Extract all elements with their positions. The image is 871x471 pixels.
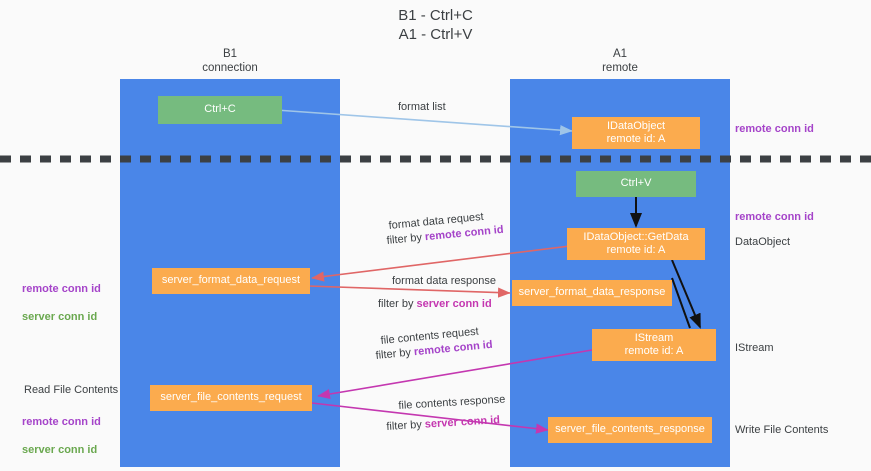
filter-server-conn-id: server conn id: [424, 414, 501, 431]
node-server-file-contents-request[interactable]: server_file_contents_request: [150, 385, 312, 411]
column-header-a1: A1 remote: [602, 48, 638, 74]
edge-label-format-list: format list: [398, 101, 446, 113]
column-header-b1: B1 connection: [202, 48, 258, 74]
edge-format-data-response: [307, 285, 511, 298]
filter-prefix: filter by: [375, 346, 415, 362]
edge-format-data-request: [311, 244, 579, 282]
annotation-left-conn-ids-bottom: remote conn id server conn id: [22, 401, 101, 471]
annotation-remote-conn-id-top: remote conn id: [735, 123, 814, 135]
edge-response-to-istream: [671, 277, 691, 329]
filter-prefix: filter by: [386, 418, 426, 433]
node-remote-dataobject[interactable]: IDataObject remote id: A: [572, 117, 700, 149]
node-ctrl-v[interactable]: Ctrl+V: [576, 171, 696, 197]
node-ctrl-c[interactable]: Ctrl+C: [158, 96, 282, 124]
annotation-write-file-contents: Write File Contents: [735, 424, 829, 436]
annotation-read-file-contents: Read File Contents: [24, 384, 119, 396]
filter-prefix: filter by: [386, 231, 426, 247]
annotation-server-conn-id: server conn id: [22, 444, 98, 456]
edge-format-list: [275, 109, 573, 136]
edge-getdata-to-istream: [671, 259, 701, 329]
annotation-left-conn-ids-mid: remote conn id server conn id: [22, 268, 101, 338]
page-title: B1 - Ctrl+C A1 - Ctrl+V: [398, 7, 473, 43]
node-idataobject-getdata[interactable]: IDataObject::GetData remote id: A: [567, 228, 705, 260]
node-server-format-data-request[interactable]: server_format_data_request: [152, 268, 310, 294]
node-istream[interactable]: IStream remote id: A: [592, 329, 716, 361]
edge-file-contents-response: [311, 402, 549, 434]
annotation-istream: IStream: [735, 342, 774, 354]
node-server-format-data-response[interactable]: server_format_data_response: [512, 280, 672, 306]
edge-label-format-data-response-filter: filter by server conn id: [378, 297, 492, 312]
filter-server-conn-id: server conn id: [416, 298, 492, 310]
edge-label-format-data-response: format data response: [392, 275, 496, 287]
annotation-dataobject: DataObject: [735, 236, 791, 248]
annotation-remote-conn-id-mid: remote conn id: [735, 211, 814, 223]
annotation-remote-conn-id: remote conn id: [22, 416, 101, 428]
annotation-server-conn-id: server conn id: [22, 311, 98, 323]
filter-prefix: filter by: [378, 298, 417, 310]
node-server-file-contents-response[interactable]: server_file_contents_response: [548, 417, 712, 443]
edge-file-contents-request: [317, 349, 593, 400]
annotation-remote-conn-id: remote conn id: [22, 283, 101, 295]
